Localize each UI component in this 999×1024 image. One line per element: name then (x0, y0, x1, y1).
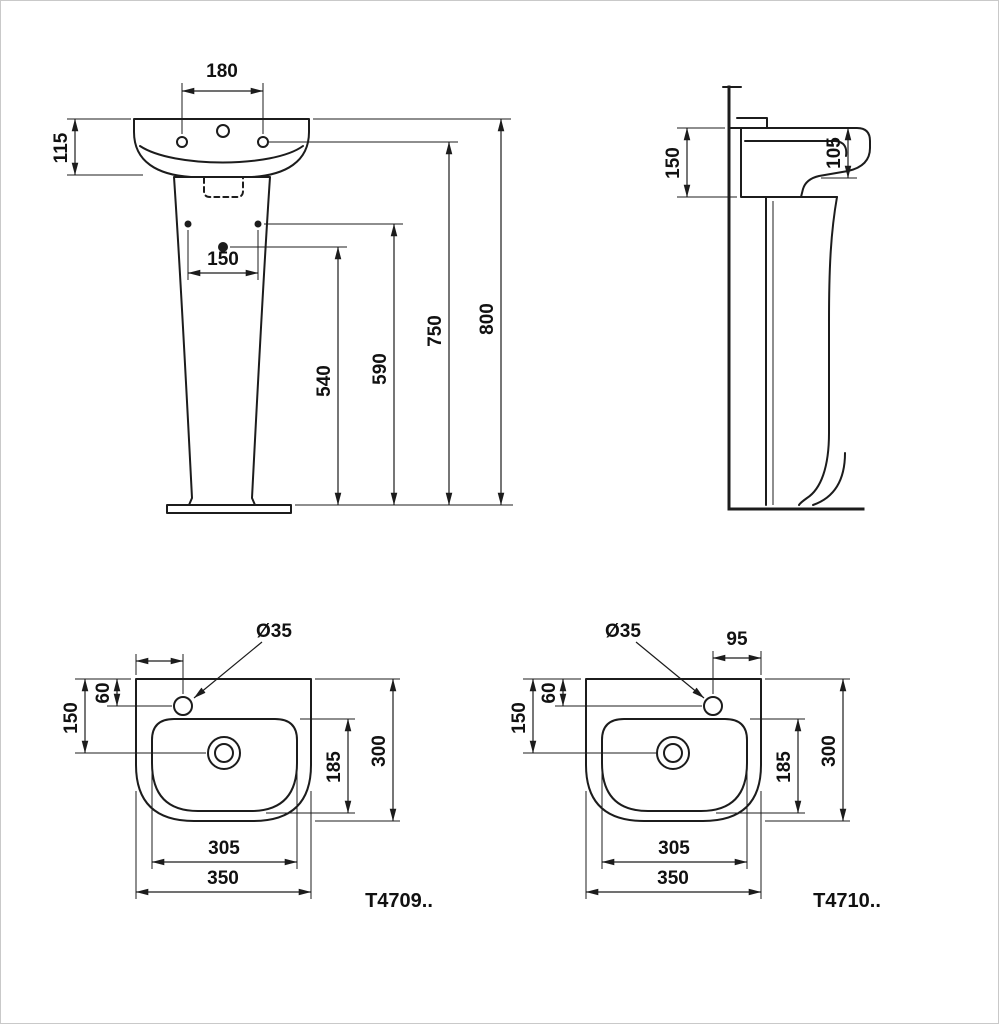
tap-hole-left (176, 136, 188, 148)
dim-750: 750 (269, 141, 458, 506)
dim-540: 540 (230, 246, 347, 506)
dim-800-label: 800 (477, 303, 498, 335)
dim-dia35-left-leader (193, 641, 263, 699)
plan-left-outer-outline (135, 678, 312, 822)
dim-150-side: 150 (663, 127, 737, 198)
dim-60-right: 60 (523, 678, 702, 707)
dim-60-right-label: 60 (539, 682, 560, 703)
tap-hole-right (257, 136, 269, 148)
dim-180-label: 180 (206, 61, 238, 82)
dim-150-right: 150 (509, 678, 656, 754)
dim-300-left-label: 300 (369, 735, 390, 767)
model-number-right: T4710.. (813, 890, 881, 912)
dim-590: 590 (264, 223, 403, 506)
dim-540-label: 540 (314, 365, 335, 397)
dim-180: 180 (181, 61, 264, 134)
dim-300-right-label: 300 (819, 735, 840, 767)
dim-590-label: 590 (370, 353, 391, 385)
dim-60-left-ext (75, 678, 172, 707)
dim-dia35-left-label: Ø35 (256, 621, 292, 642)
dim-dia35-right: Ø35 (605, 621, 705, 699)
dim-305-left: 305 (151, 765, 298, 869)
plan-view-left: Ø35 60 150 185 300 305 (61, 621, 433, 912)
dim-300-left: 300 (315, 678, 400, 822)
dim-dia35-right-leader (635, 641, 705, 699)
plan-left-waste-outer (207, 736, 241, 770)
dim-350-right-ext (585, 791, 762, 899)
plan-right-bowl-outline (601, 718, 748, 812)
dim-150-right-label: 150 (509, 702, 530, 734)
front-elevation-view: 180 115 150 540 590 750 (51, 61, 513, 514)
dim-95-right-label: 95 (726, 629, 748, 650)
side-elevation-view: 150 105 (663, 85, 871, 511)
dim-185-left-label: 185 (324, 751, 345, 783)
dim-150-side-label: 150 (663, 147, 684, 179)
pedestal-foot-recess-arc (812, 452, 846, 506)
plan-right-waste-outer (656, 736, 690, 770)
dim-185-right-label: 185 (774, 751, 795, 783)
dim-305-left-ext (151, 765, 298, 869)
dim-dia35-right-label: Ø35 (605, 621, 641, 642)
dim-105: 105 (821, 127, 857, 179)
basin-front-outline (133, 118, 310, 178)
dim-60-left-label: 60 (93, 682, 114, 703)
dim-185-right: 185 (716, 718, 805, 814)
dim-dia35-left: Ø35 (193, 621, 292, 699)
dim-tap-offset-left-ext (135, 654, 184, 694)
basin-side-profile (728, 127, 871, 198)
plan-view-right: Ø35 95 60 150 185 300 (509, 621, 881, 912)
plan-left-bowl-outline (151, 718, 298, 812)
fixing-hole-left-dot (184, 220, 192, 228)
plan-left-tap-hole (173, 696, 193, 716)
pedestal-base-plate (166, 504, 292, 514)
dim-150-front-label: 150 (207, 249, 239, 270)
dim-305-right: 305 (601, 765, 748, 869)
basin-front-inner-rim (139, 145, 304, 164)
pedestal-outline (173, 176, 271, 506)
plan-right-tap-hole (703, 696, 723, 716)
dim-300-right: 300 (765, 678, 850, 822)
trap-outline-dashed (203, 177, 244, 198)
dim-300-right-ext (765, 678, 850, 822)
dim-750-label: 750 (425, 315, 446, 347)
dim-150-left: 150 (61, 678, 206, 754)
pedestal-fixing-dot (218, 242, 228, 252)
dim-800: 800 (313, 118, 511, 506)
dim-150-front: 150 (187, 230, 259, 280)
overflow-hole (216, 124, 230, 138)
plan-right-outer-outline (585, 678, 762, 822)
model-number-left: T4709.. (365, 890, 433, 912)
dim-305-left-label: 305 (208, 838, 240, 859)
dim-350-right-label: 350 (657, 868, 689, 889)
dim-115-ext (67, 118, 143, 176)
backrail-detail (736, 117, 768, 129)
dim-305-right-label: 305 (658, 838, 690, 859)
dim-350-left-ext (135, 791, 312, 899)
dim-105-label: 105 (824, 137, 845, 169)
dim-tap-offset-left (135, 654, 184, 694)
dim-305-right-ext (601, 765, 748, 869)
dim-115-label: 115 (51, 132, 72, 163)
dim-350-right: 350 (585, 791, 762, 899)
dim-350-left-label: 350 (207, 868, 239, 889)
plan-left-waste-inner (214, 743, 234, 763)
dim-350-left: 350 (135, 791, 312, 899)
dim-300-left-ext (315, 678, 400, 822)
dim-95-right: 95 (712, 629, 762, 694)
pedestal-side-front-edge (798, 196, 838, 506)
dim-150-left-label: 150 (61, 702, 82, 734)
dim-115: 115 (51, 118, 143, 176)
dim-60-left: 60 (75, 678, 172, 707)
fixing-hole-right-dot (254, 220, 262, 228)
plan-right-waste-inner (663, 743, 683, 763)
